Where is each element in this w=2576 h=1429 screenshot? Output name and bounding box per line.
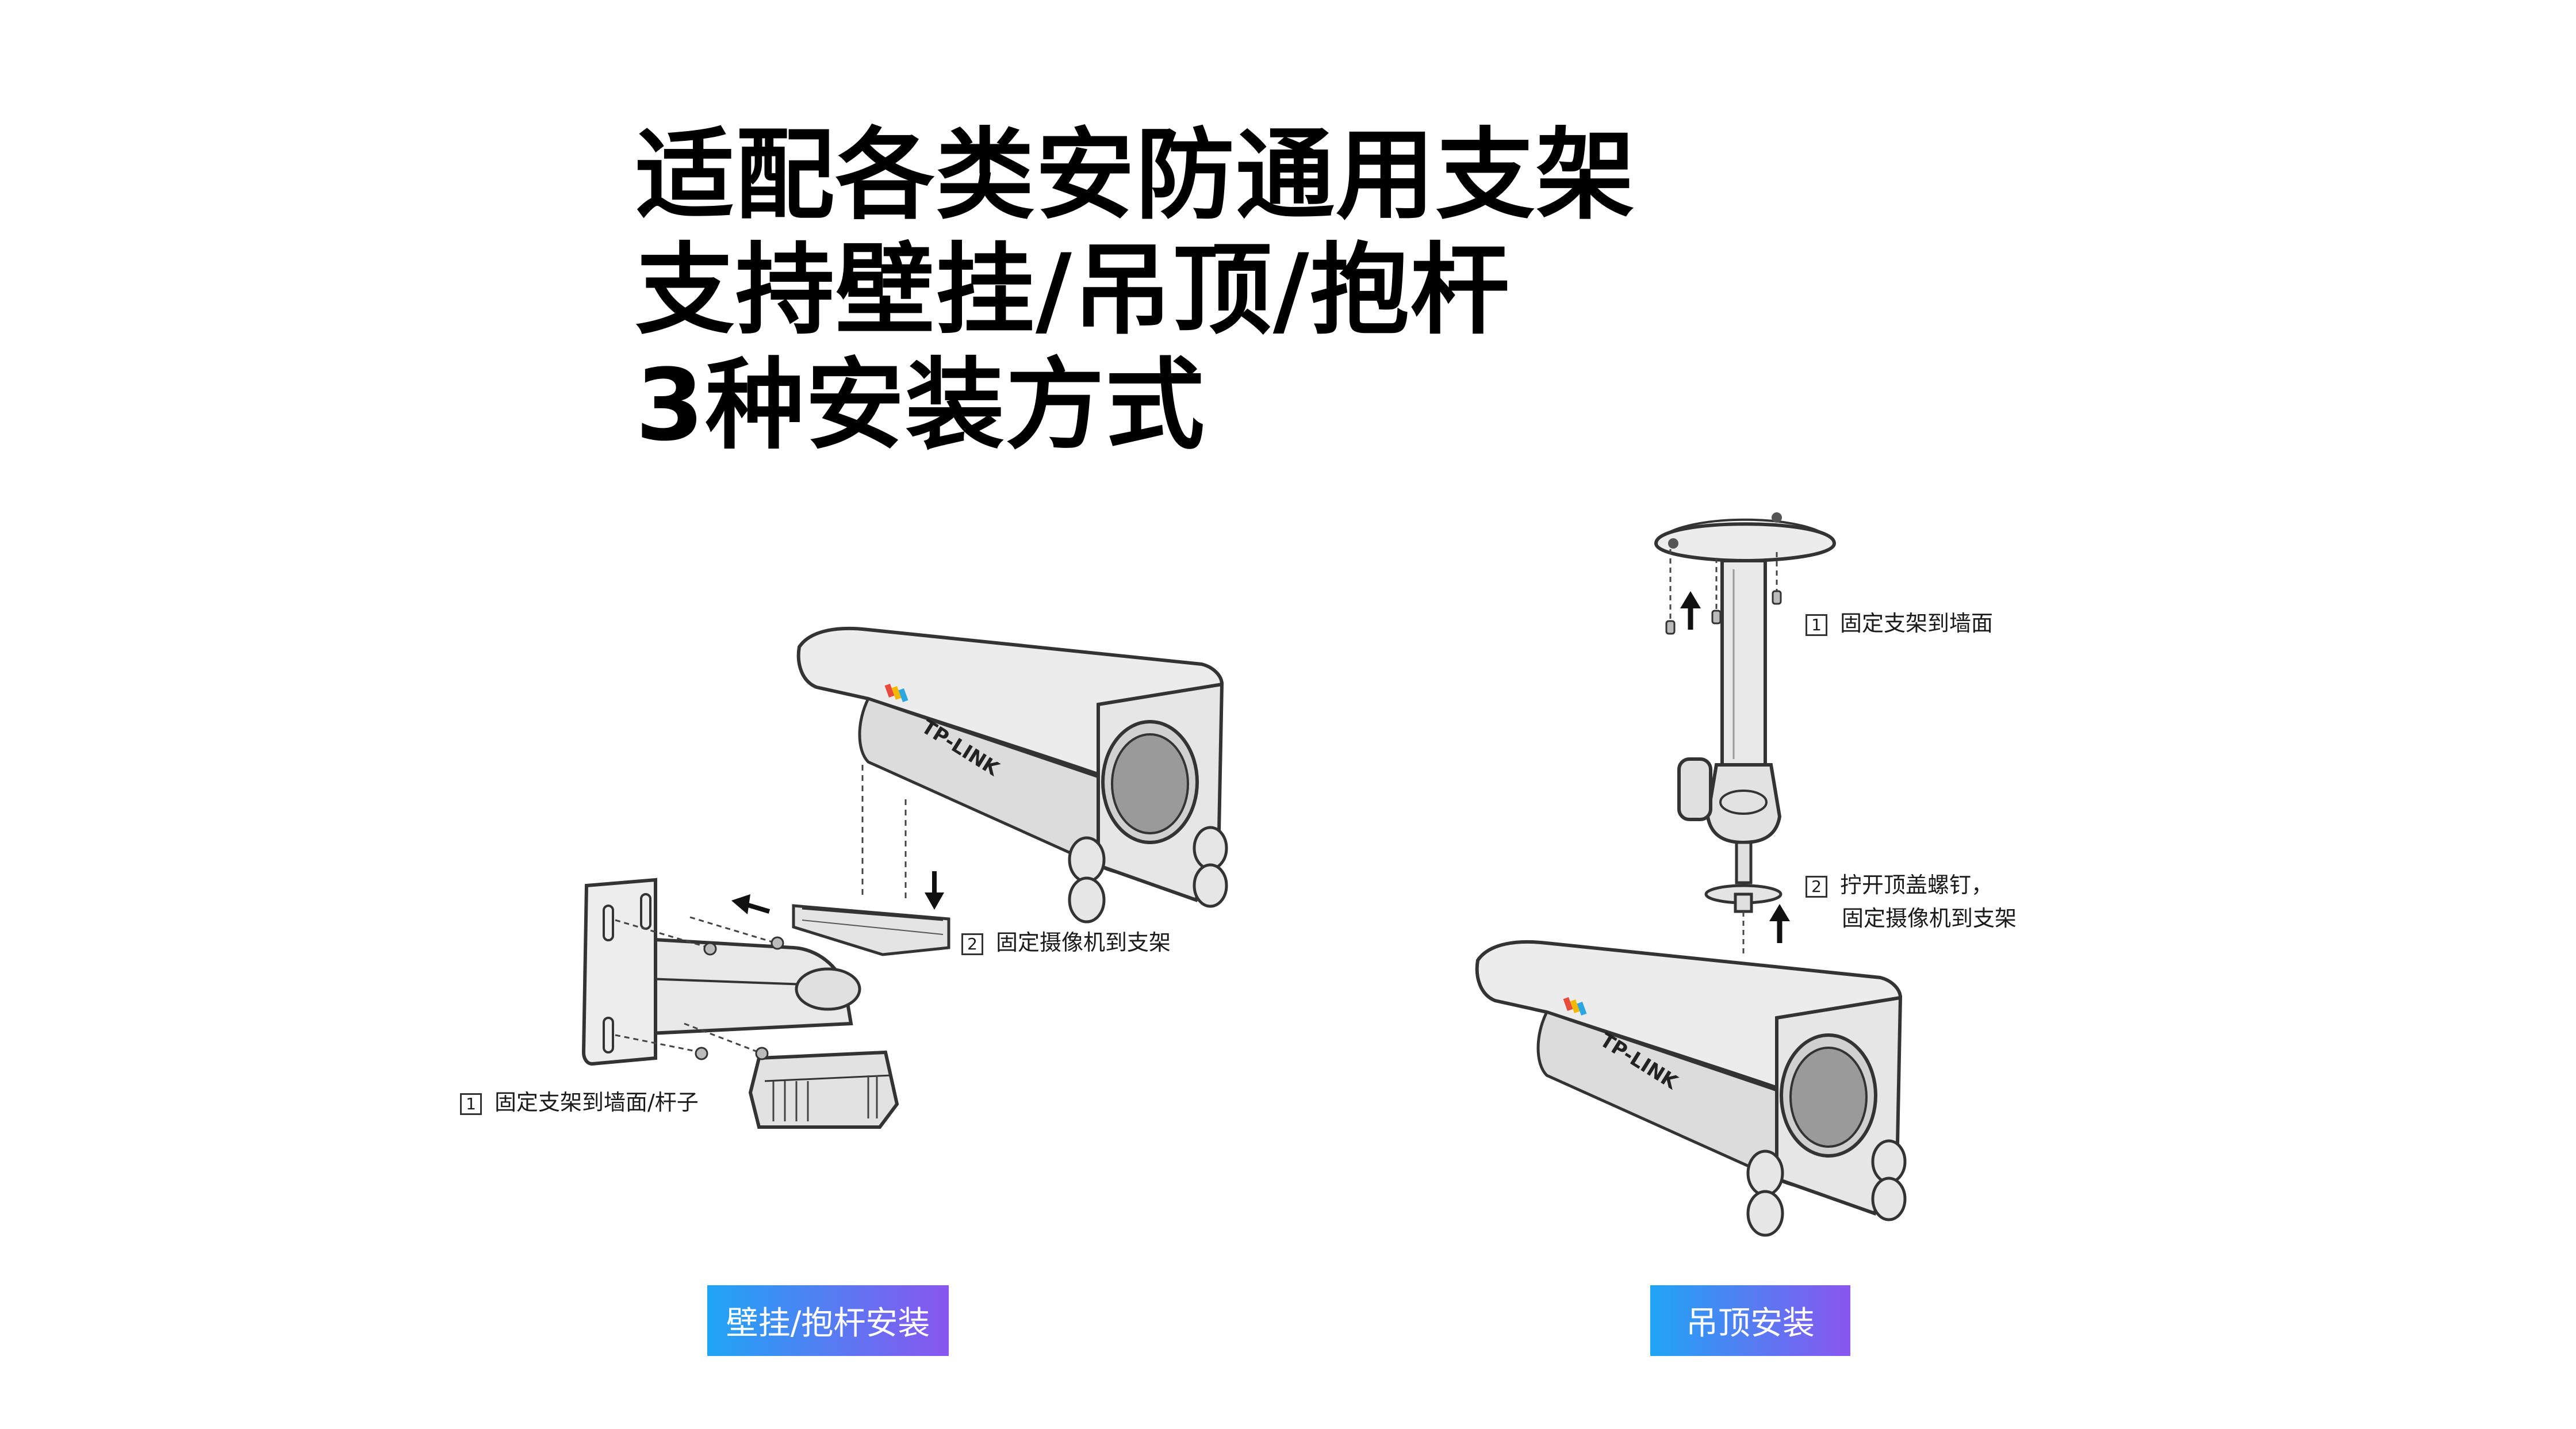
wall-pole-mount-label: 壁挂/抱杆安装 (726, 1305, 930, 1342)
color-logo-icon (884, 683, 908, 703)
right-camera: TP-LINK (1477, 942, 1905, 1235)
right-step-1-text: 固定支架到墙面 (1840, 611, 1994, 636)
step-number: 1 (460, 1093, 482, 1115)
headline-line-1: 适配各类安防通用支架 (635, 117, 1636, 233)
arrow-left-icon (731, 894, 770, 914)
arrow-down-icon (925, 871, 944, 910)
arrow-up-icon (1680, 591, 1701, 630)
left-step-1: 1 固定支架到墙面/杆子 (460, 1086, 699, 1119)
step-number: 1 (1805, 614, 1827, 636)
right-step-2-text-line-2: 固定摄像机到支架 (1842, 906, 2017, 931)
headline: 适配各类安防通用支架 支持壁挂/吊顶/抱杆 3种安装方式 (635, 118, 1636, 463)
left-step-2: 2 固定摄像机到支架 (961, 926, 1171, 959)
left-step-2-text: 固定摄像机到支架 (996, 930, 1171, 955)
left-camera: TP-LINK (799, 629, 1226, 922)
headline-line-3: 3种安装方式 (635, 347, 1206, 463)
right-step-1: 1 固定支架到墙面 (1805, 607, 1993, 640)
arrow-up-icon (1769, 904, 1790, 943)
color-logo-icon (1563, 997, 1587, 1016)
screw-icon (695, 936, 784, 1060)
step-number: 2 (1805, 875, 1827, 898)
right-step-2: 2 拧开顶盖螺钉， 固定摄像机到支架 (1805, 868, 2017, 935)
ceiling-mount-label: 吊顶安装 (1686, 1305, 1815, 1342)
right-step-2-text-line-1: 拧开顶盖螺钉， (1840, 872, 1994, 898)
step-number: 2 (961, 933, 983, 955)
headline-line-2: 支持壁挂/吊顶/抱杆 (635, 232, 1511, 348)
left-label-bg (707, 1285, 949, 1356)
left-step-1-text: 固定支架到墙面/杆子 (494, 1090, 699, 1115)
right-label-bg (1650, 1285, 1850, 1356)
